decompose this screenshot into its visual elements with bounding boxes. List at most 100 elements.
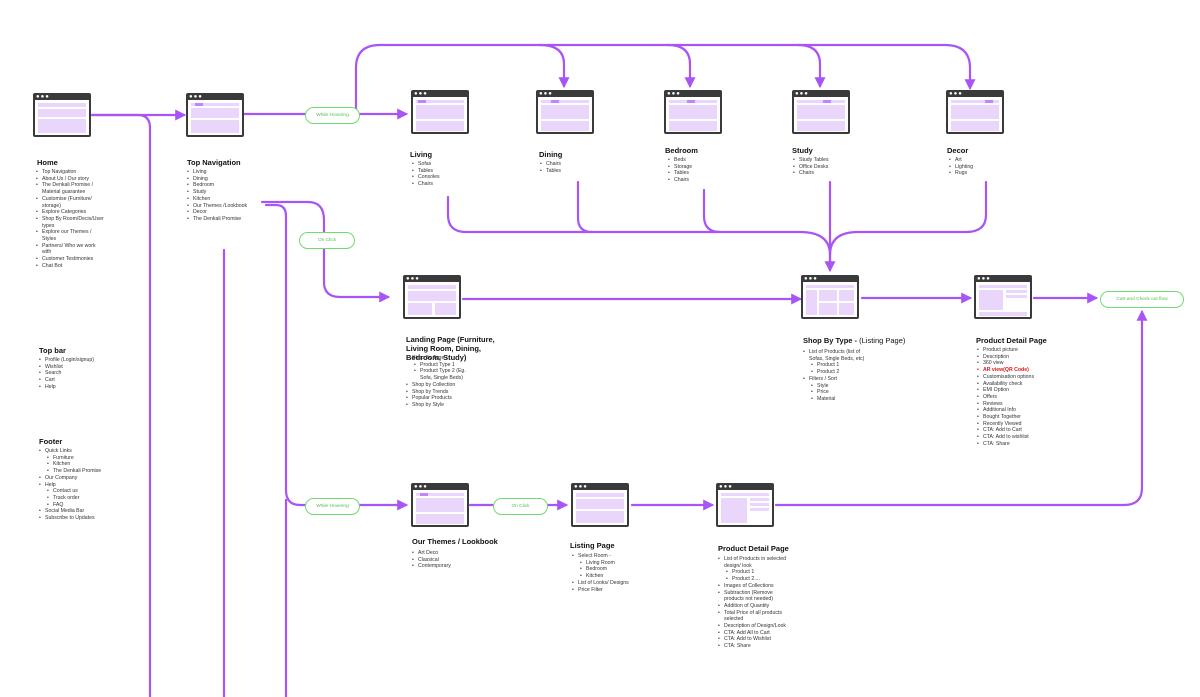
list-item: Search bbox=[39, 370, 119, 377]
window-dots-icon: ●●● bbox=[977, 276, 991, 282]
list-item: Art Deco bbox=[412, 550, 482, 557]
list-item: Study bbox=[187, 189, 267, 196]
shop-by-type-title-text: Shop By Type - bbox=[803, 336, 858, 345]
list-item: Tables bbox=[412, 168, 462, 175]
themes-wireframe[interactable]: ●●● bbox=[411, 483, 469, 527]
list-item: CTA: Add All to Cart bbox=[718, 630, 794, 637]
list-item: Popular Products bbox=[406, 395, 476, 402]
list-item: Decor bbox=[187, 209, 267, 216]
home-title: Home bbox=[37, 158, 58, 167]
list-item: Product picture bbox=[977, 347, 1057, 354]
list-item: Bedroom bbox=[580, 566, 644, 573]
connector-living-merge bbox=[446, 195, 836, 273]
window-dots-icon: ●●● bbox=[574, 484, 588, 490]
list-item: Shop By Type : bbox=[406, 355, 476, 362]
list-item: Product 2 bbox=[811, 369, 871, 376]
product-detail-wireframe[interactable]: ●●● bbox=[974, 275, 1032, 319]
list-item: The Denkali Promise bbox=[187, 216, 267, 223]
window-dots-icon: ●●● bbox=[804, 276, 818, 282]
list-item: CTA: Add to wishlist bbox=[977, 434, 1057, 441]
living-wireframe[interactable]: ●●● bbox=[411, 90, 469, 134]
product-detail-2-title: Product Detail Page bbox=[718, 544, 789, 553]
home-list: Top Navigation About Us / Our story The … bbox=[36, 169, 106, 270]
trigger-while-hovering-bottom: While Hovering bbox=[305, 498, 360, 515]
list-item: About Us / Our story bbox=[36, 176, 106, 183]
list-item: Material bbox=[811, 396, 871, 403]
list-item: Customise (Furniture/ storage) bbox=[36, 196, 106, 209]
dining-title: Dining bbox=[539, 150, 563, 159]
list-item: Reviews bbox=[977, 401, 1057, 408]
list-item: Bedroom bbox=[187, 182, 267, 189]
trigger-on-click-mid: On Click bbox=[299, 232, 355, 249]
list-item: Customisation options bbox=[977, 374, 1057, 381]
list-item: Quick Links bbox=[39, 448, 129, 455]
connector-decor-merge bbox=[828, 180, 988, 257]
top-navigation-wireframe[interactable]: ●●● bbox=[186, 93, 244, 137]
list-item: Product 1 bbox=[726, 569, 794, 576]
list-item: Availability check bbox=[977, 381, 1057, 388]
list-item: Tables bbox=[540, 168, 580, 175]
connector-pdp2-to-cart bbox=[774, 309, 1148, 507]
list-item: Living bbox=[187, 169, 267, 176]
list-item: Dining bbox=[187, 176, 267, 183]
shop-by-type-subtitle: (Listing Page) bbox=[859, 336, 906, 345]
list-item: Sofas bbox=[412, 161, 462, 168]
product-detail-2-wireframe[interactable]: ●●● bbox=[716, 483, 774, 527]
window-dots-icon: ●●● bbox=[667, 91, 681, 97]
landing-page-wireframe[interactable]: ●●● bbox=[403, 275, 461, 319]
list-item: Study Tables bbox=[793, 157, 843, 164]
connector-bedroom-merge bbox=[702, 188, 722, 234]
window-dots-icon: ●●● bbox=[406, 276, 420, 282]
list-item: Art bbox=[949, 157, 989, 164]
window-dots-icon: ●●● bbox=[795, 91, 809, 97]
list-item-highlighted: AR view(QR Code) bbox=[977, 367, 1057, 374]
window-dots-icon: ●●● bbox=[189, 94, 203, 100]
list-item: Tables bbox=[668, 170, 708, 177]
list-item: Description of Design/Look bbox=[718, 623, 794, 630]
list-item: Subscribe to Updates bbox=[39, 515, 129, 522]
list-item: Price bbox=[811, 389, 871, 396]
connector-arc-to-dining bbox=[538, 43, 570, 89]
connector-nav-to-themes bbox=[264, 203, 409, 511]
connector-top-arc bbox=[354, 43, 976, 116]
list-item: Offers bbox=[977, 394, 1057, 401]
list-item: Chat Bot bbox=[36, 263, 106, 270]
landing-page-list: Shop By Type : Product Type 1 Product Ty… bbox=[406, 355, 476, 409]
study-wireframe[interactable]: ●●● bbox=[792, 90, 850, 134]
list-item: Cart bbox=[39, 377, 119, 384]
home-wireframe[interactable]: ●●● bbox=[33, 93, 91, 137]
list-item: Customer Testimonies bbox=[36, 256, 106, 263]
list-item: Wishlist bbox=[39, 364, 119, 371]
list-item: Chairs bbox=[412, 181, 462, 188]
list-item: Addition of Quantity bbox=[718, 603, 794, 610]
list-item: The Denkali Promise bbox=[47, 468, 129, 475]
decor-wireframe[interactable]: ●●● bbox=[946, 90, 1004, 134]
themes-list: Art Deco Classical Contemporary bbox=[412, 550, 482, 570]
list-item: Shop by Collection bbox=[406, 382, 476, 389]
list-item: Kitchen bbox=[187, 196, 267, 203]
top-bar-title: Top bar bbox=[39, 346, 66, 355]
dining-wireframe[interactable]: ●●● bbox=[536, 90, 594, 134]
shop-by-type-wireframe[interactable]: ●●● bbox=[801, 275, 859, 319]
top-navigation-list: Living Dining Bedroom Study Kitchen Our … bbox=[187, 169, 267, 223]
list-item: Lighting bbox=[949, 164, 989, 171]
list-item: Subtraction (Remove products not needed) bbox=[718, 590, 794, 603]
list-item: Product 1 bbox=[811, 362, 871, 369]
list-item: Partners/ Who we work with bbox=[36, 243, 106, 256]
list-item: Rugs bbox=[949, 170, 989, 177]
listing-page-title: Listing Page bbox=[570, 541, 615, 550]
window-dots-icon: ●●● bbox=[539, 91, 553, 97]
window-dots-icon: ●●● bbox=[719, 484, 733, 490]
list-item: EMI Option bbox=[977, 387, 1057, 394]
top-bar-list: Profile (Login/signup) Wishlist Search C… bbox=[39, 357, 119, 391]
list-item: Product Type 1 bbox=[414, 362, 476, 369]
list-item: Living Room bbox=[580, 560, 644, 567]
list-item: Our Themes /Lookbook bbox=[187, 203, 267, 210]
connector-dining-merge bbox=[576, 180, 594, 234]
listing-page-wireframe[interactable]: ●●● bbox=[571, 483, 629, 527]
list-item: Our Company bbox=[39, 475, 129, 482]
list-item: Classical bbox=[412, 557, 482, 564]
bedroom-wireframe[interactable]: ●●● bbox=[664, 90, 722, 134]
list-item: Bought Together bbox=[977, 414, 1057, 421]
list-item: List of Products in selected design/ loo… bbox=[718, 556, 794, 569]
